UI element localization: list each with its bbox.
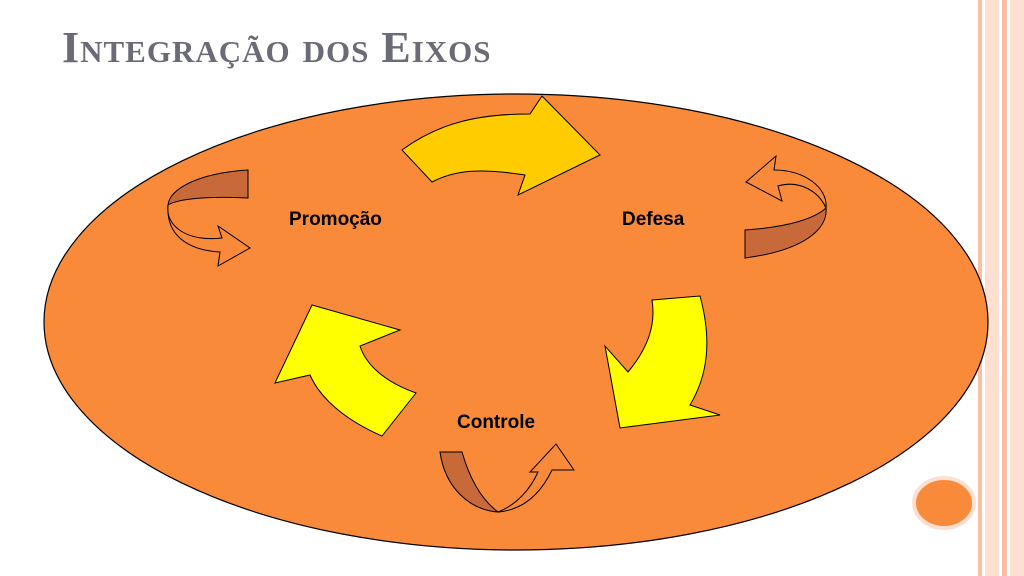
background-ellipse (43, 93, 989, 551)
corner-circle (912, 476, 976, 530)
right-border-stripe (1010, 0, 1024, 576)
slide-title: Integração dos Eixos (62, 23, 492, 72)
arrow-promocao-to-defesa (401, 95, 601, 196)
node-label-promocao: Promoção (289, 209, 382, 230)
arrow-defesa-to-controle (604, 295, 721, 429)
node-label-controle: Controle (457, 412, 535, 433)
right-border-stripe (985, 0, 999, 576)
node-label-defesa: Defesa (622, 209, 685, 230)
self-loop-promocao (167, 169, 251, 267)
arrow-controle-to-promocao (274, 304, 417, 437)
right-border-stripe (1002, 0, 1007, 576)
self-loop-controle (439, 443, 575, 513)
self-loop-defesa (744, 154, 827, 259)
